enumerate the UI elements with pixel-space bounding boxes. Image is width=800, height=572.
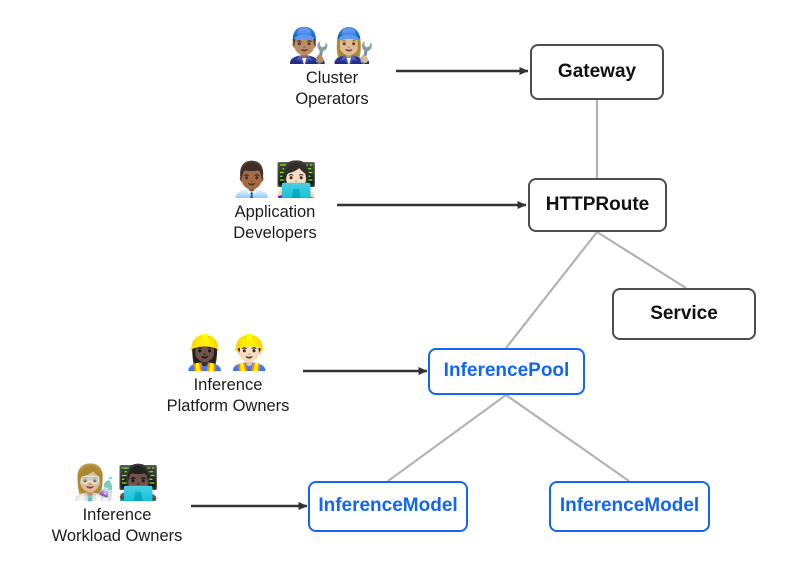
link-inferencepool-inferencemodel-left <box>387 394 507 482</box>
node-service-label: Service <box>650 302 718 324</box>
inference-platform-owners-emoji: 👷🏿‍♀️👷🏻‍♂️ <box>183 334 273 372</box>
actor-inference-workload-owners: 👩🏼‍🔬👨🏿‍💻 Inference Workload Owners <box>38 463 196 546</box>
link-inferencepool-inferencemodel-right <box>505 394 630 482</box>
node-inferencemodel-right-label: InferenceModel <box>559 495 700 517</box>
cluster-operators-label: Cluster Operators <box>295 69 369 108</box>
node-inferencepool[interactable]: InferencePool <box>428 348 585 395</box>
node-inferencemodel-left[interactable]: InferenceModel <box>308 481 468 532</box>
node-service[interactable]: Service <box>612 288 756 340</box>
node-gateway-label: Gateway <box>557 60 637 82</box>
node-inferencepool-label: InferencePool <box>443 360 570 382</box>
node-gateway[interactable]: Gateway <box>530 44 664 100</box>
inference-workload-owners-label: Inference Workload Owners <box>51 506 183 545</box>
actor-cluster-operators: 👨🏽‍🔧👩🏼‍🔧 Cluster Operators <box>262 26 402 109</box>
node-inferencemodel-right[interactable]: InferenceModel <box>549 481 710 532</box>
actor-application-developers: 👨🏾‍💼👩🏻‍💻 Application Developers <box>205 160 345 243</box>
link-httproute-inferencepool <box>505 231 598 349</box>
inference-workload-owners-emoji: 👩🏼‍🔬👨🏿‍💻 <box>72 464 162 502</box>
application-developers-label: Application Developers <box>233 203 317 242</box>
actor-inference-platform-owners: 👷🏿‍♀️👷🏻‍♂️ Inference Platform Owners <box>152 333 304 416</box>
inference-platform-owners-label: Inference Platform Owners <box>166 376 290 415</box>
link-httproute-service <box>596 231 687 289</box>
cluster-operators-emoji: 👨🏽‍🔧👩🏼‍🔧 <box>287 27 377 65</box>
application-developers-emoji: 👨🏾‍💼👩🏻‍💻 <box>230 161 320 199</box>
node-httproute-label: HTTPRoute <box>545 193 650 215</box>
node-httproute[interactable]: HTTPRoute <box>528 178 667 232</box>
node-inferencemodel-left-label: InferenceModel <box>318 495 458 517</box>
